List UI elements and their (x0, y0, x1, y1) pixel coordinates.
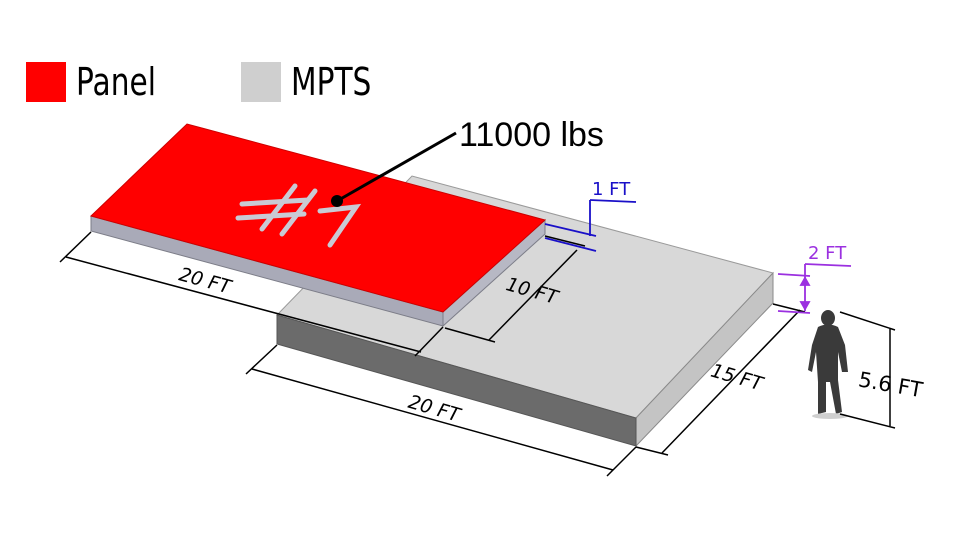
legend: Panel MPTS (26, 62, 394, 102)
overhang-label: 1 FT (592, 179, 631, 200)
legend-item-panel: Panel (26, 62, 179, 102)
person-height-dimension (839, 311, 896, 429)
mpts-swatch (240, 62, 281, 102)
person-head (821, 310, 835, 326)
legend-item-mpts: MPTS (240, 60, 394, 104)
mpts-width-label: 15 FT (708, 360, 766, 396)
person-feet-shadow (812, 413, 848, 419)
weight-callout-text: 11000 lbs (459, 116, 604, 154)
panel-block: #1 (90, 123, 547, 328)
panel-legend-label: Panel (76, 60, 156, 104)
panel-length-dimension (59, 231, 444, 357)
mpts-height-label: 2 FT (808, 243, 847, 264)
mpts-length-dimension (245, 344, 637, 477)
panel-number-mark (235, 183, 362, 248)
person-figure (808, 310, 848, 419)
panel-swatch (26, 62, 66, 102)
mpts-front-face (276, 314, 637, 447)
mpts-height-dimension (777, 263, 852, 314)
mpts-width-dimension (635, 303, 806, 456)
panel-length-label: 20 FT (177, 264, 235, 299)
overhang-dimension (544, 199, 637, 252)
callout-dot (331, 195, 343, 207)
mpts-length-label: 20 FT (406, 391, 464, 427)
weight-callout: 11000 lbs (331, 116, 604, 207)
mpts-legend-label: MPTS (290, 60, 371, 104)
person-body (808, 324, 848, 414)
panel-top-face (90, 123, 547, 313)
panel-width-dimension (444, 235, 586, 343)
